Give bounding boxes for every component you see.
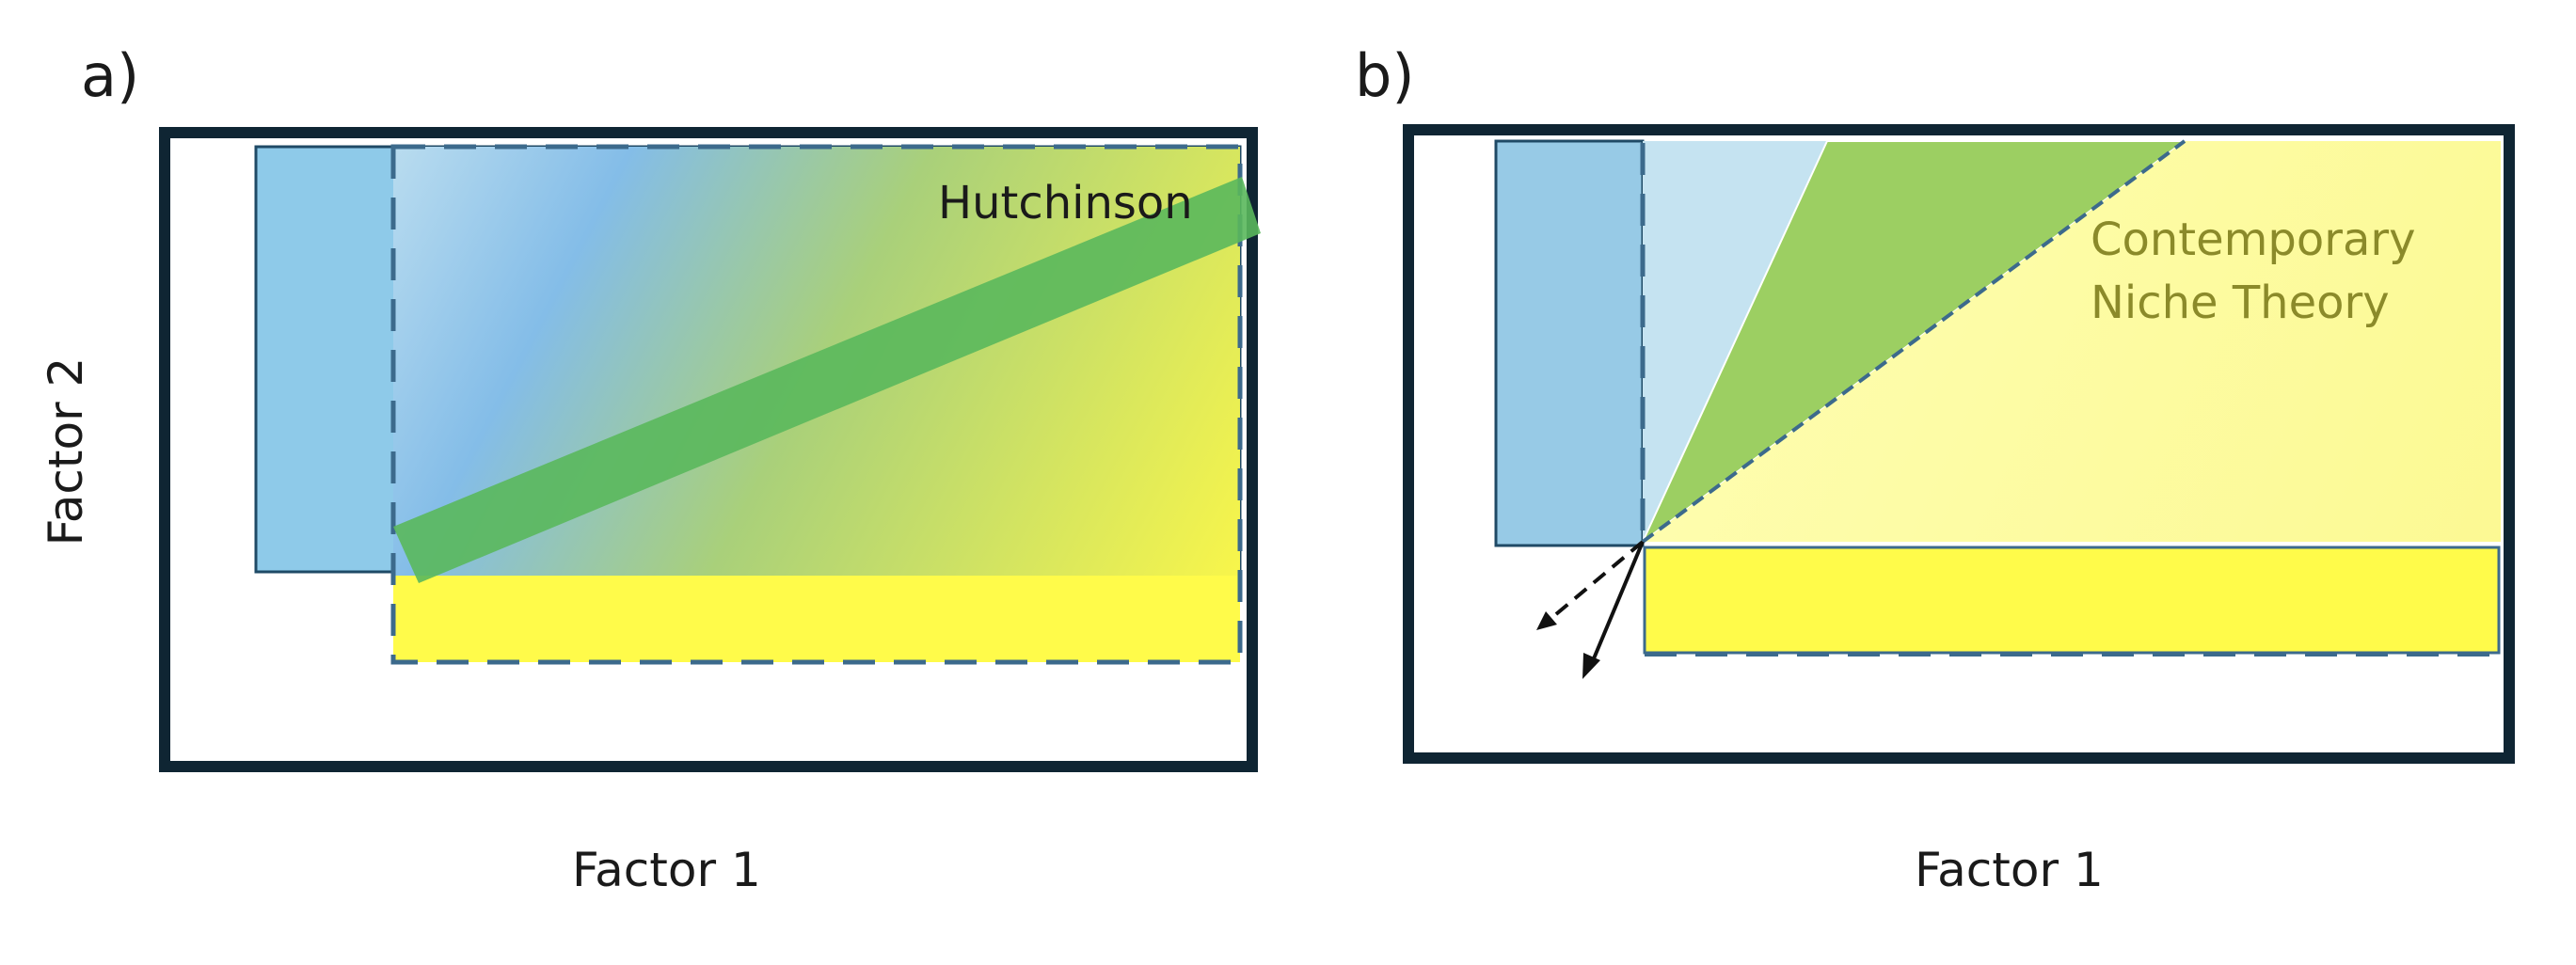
panel-b-species2-region <box>1643 141 2501 542</box>
panel-a-species2-outline <box>390 144 1243 665</box>
panel-b <box>1403 124 2515 764</box>
panel-b-annotation-line1: Contemporary <box>2091 214 2416 266</box>
panel-a-species2-niche <box>393 576 1240 662</box>
panel-b-x-axis-label: Factor 1 <box>1915 843 2104 897</box>
panel-b-impact-vector-solid <box>1590 541 1645 664</box>
panel-b-species1-niche <box>1494 139 1645 547</box>
panel-a-y-axis-label: Factor 2 <box>39 356 93 546</box>
panel-b-boundary-dashed <box>1641 139 2186 544</box>
panel-b-impact-vector-dashed <box>1549 540 1645 621</box>
panel-b-letter: b) <box>1355 41 1415 110</box>
panel-b-arrowhead-dashed <box>1536 611 1557 630</box>
panel-a <box>159 127 1261 772</box>
panel-a-letter: a) <box>81 41 140 110</box>
panel-b-species2-niche <box>1643 546 2501 655</box>
panel-b-arrowhead-solid <box>1582 653 1600 679</box>
panel-b-annotation-line2: Niche Theory <box>2091 277 2390 329</box>
panel-a-x-axis-label: Factor 1 <box>572 843 761 897</box>
panel-a-hutchinson-band <box>393 177 1261 583</box>
panel-a-annotation: Hutchinson <box>938 177 1193 229</box>
